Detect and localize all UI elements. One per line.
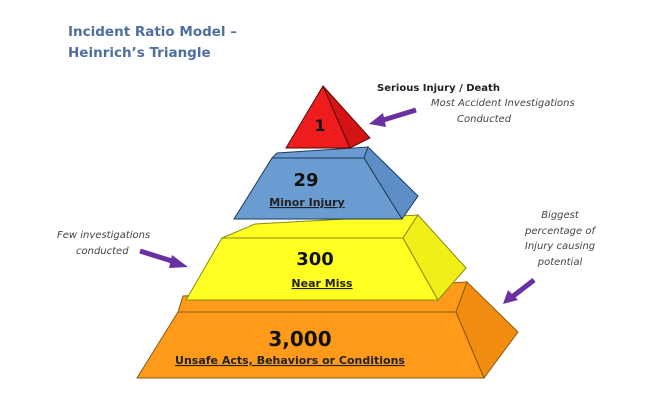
tier-2-side-face xyxy=(363,146,419,220)
tier-near-miss: 300 Near Miss xyxy=(185,214,467,301)
annotation-right-note-1: Biggest xyxy=(541,210,580,221)
tier-2-count: 29 xyxy=(293,170,318,191)
title-line-1: Incident Ratio Model – xyxy=(68,24,238,40)
annotation-top-note-2: Conducted xyxy=(457,114,512,125)
annotation-left-note-2: conducted xyxy=(76,246,129,257)
annotation-top-heading: Serious Injury / Death xyxy=(377,83,500,94)
arrow-left-icon xyxy=(139,248,188,268)
tier-4-side-face xyxy=(455,281,519,380)
tier-minor-injury: 29 Minor Injury xyxy=(233,146,419,220)
tier-unsafe-acts: 3,000 Unsafe Acts, Behaviors or Conditio… xyxy=(136,281,519,380)
annotation-right-note-4: potential xyxy=(537,257,583,268)
tier-3-label: Near Miss xyxy=(291,277,353,290)
tier-1-side-face xyxy=(322,85,371,149)
tier-2-label: Minor Injury xyxy=(269,196,344,209)
tier-3-side-face xyxy=(402,214,467,301)
annotation-right-note-2: percentage of xyxy=(524,226,596,237)
annotation-left-note-1: Few investigations xyxy=(57,230,150,241)
tier-4-count: 3,000 xyxy=(268,327,331,351)
annotation-right-note-3: Injury causing xyxy=(525,241,595,252)
title-line-2: Heinrich’s Triangle xyxy=(68,45,211,61)
tier-4-label: Unsafe Acts, Behaviors or Conditions xyxy=(175,354,405,367)
annotation-top-note-1: Most Accident Investigations xyxy=(431,98,575,109)
diagram-title: Incident Ratio Model – Heinrich’s Triang… xyxy=(68,22,237,64)
tier-3-count: 300 xyxy=(296,249,334,270)
tier-2-top-face xyxy=(270,146,369,159)
tier-1-count: 1 xyxy=(314,116,325,135)
arrow-right-icon xyxy=(503,278,536,304)
tier-serious-injury: 1 xyxy=(285,84,371,149)
arrow-top-icon xyxy=(369,107,417,127)
